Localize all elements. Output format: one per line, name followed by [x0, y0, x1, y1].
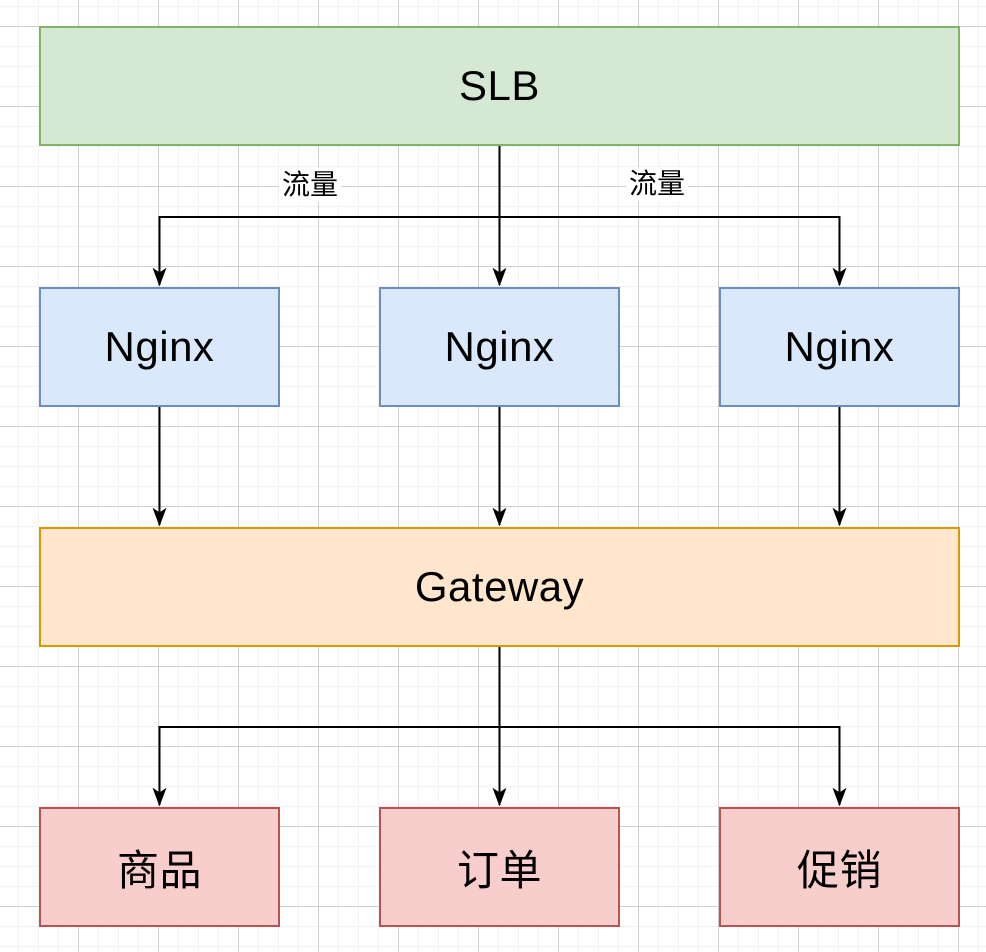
node-promotion: 促销 [719, 807, 960, 927]
edge-label-traffic-left: 流量 [278, 167, 342, 203]
node-nginx-middle: Nginx [379, 287, 620, 407]
node-slb: SLB [39, 26, 960, 146]
node-nginx-left: Nginx [39, 287, 280, 407]
node-gateway: Gateway [39, 527, 960, 647]
node-nginx-right: Nginx [719, 287, 960, 407]
edge-gateway-promotion [498, 647, 840, 805]
edge-label-traffic-right: 流量 [625, 166, 689, 202]
edge-slb-nginx-left [160, 146, 501, 285]
node-order: 订单 [379, 807, 620, 927]
node-product: 商品 [39, 807, 280, 927]
edge-gateway-product [160, 647, 501, 805]
